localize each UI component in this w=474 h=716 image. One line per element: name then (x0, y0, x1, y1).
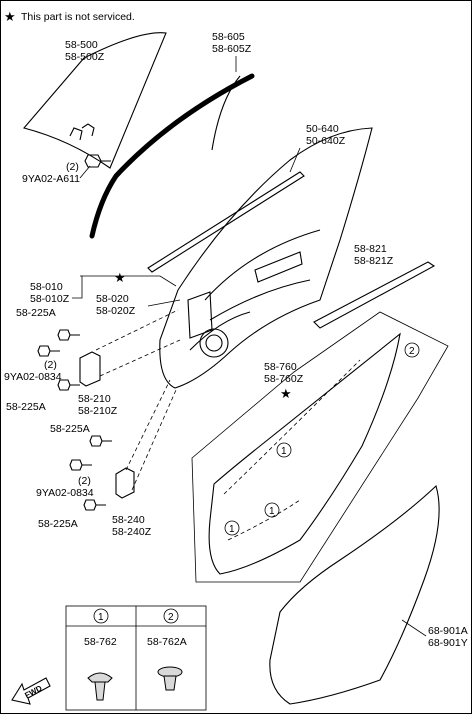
label-door-b-1: 58-020 (96, 293, 129, 305)
run-channel[interactable] (89, 73, 255, 239)
label-upper-bolt-a: 58-225A (16, 307, 56, 319)
weatherstrip-box (191, 311, 449, 583)
fwd-label: FWD (23, 684, 44, 701)
callout-clip-1-bottom-left: 1 (224, 520, 240, 536)
callout-clip-2-top: 2 (404, 342, 420, 358)
svg-text:2: 2 (409, 346, 415, 357)
svg-text:1: 1 (281, 446, 287, 457)
fwd-arrow-icon: FWD (11, 677, 51, 705)
weatherstrip-star-icon: ★ (280, 387, 292, 402)
legend-col2-number: 2 (163, 608, 179, 624)
svg-text:1: 1 (229, 524, 235, 535)
not-serviced-star-icon: ★ (4, 10, 16, 25)
label-glass-2: 58-500Z (65, 51, 105, 63)
body-weatherstrip[interactable] (269, 484, 440, 705)
lower-hinge-bolts[interactable] (69, 435, 112, 511)
label-upper-hinge-1: 58-210 (78, 393, 111, 405)
label-belt-inner-2: 58-821Z (354, 255, 394, 267)
label-weatherstrip-2: 58-760Z (264, 373, 304, 385)
label-lower-hinge-2: 58-240Z (112, 526, 152, 538)
belt-moulding-outer[interactable] (147, 171, 305, 273)
callout-clip-1-bottom-right: 1 (264, 502, 280, 518)
label-door-a-1: 58-010 (30, 281, 63, 293)
upper-hinge-bolts[interactable] (37, 329, 80, 391)
label-glass-1: 58-500 (65, 39, 98, 51)
svg-text:1: 1 (98, 612, 104, 623)
door-shell[interactable] (159, 127, 373, 389)
door-weatherstrip[interactable] (208, 332, 401, 575)
belt-moulding-inner[interactable] (313, 261, 436, 329)
label-lower-bolt-qty: (2) (78, 475, 91, 487)
label-door-a-2: 58-010Z (30, 293, 70, 305)
label-glass-bolt-qty: (2) (66, 161, 79, 173)
label-upper-hinge-2: 58-210Z (78, 405, 118, 417)
label-belt-inner-1: 58-821 (354, 243, 387, 255)
label-lower-hinge-1: 58-240 (112, 514, 145, 526)
lower-hinge[interactable] (115, 467, 135, 499)
legend-col1-part: 58-762 (84, 636, 117, 648)
label-weatherstrip-1: 58-760 (264, 361, 297, 373)
label-upper-bolt-b: 9YA02-0834 (4, 371, 62, 383)
label-glass-bolt: 9YA02-A611 (22, 173, 80, 185)
label-lower-bolt-a: 58-225A (50, 423, 90, 435)
label-upper-bolt-qty: (2) (44, 359, 57, 371)
legend-col1-number: 1 (93, 608, 109, 624)
label-body-weatherstrip-1: 68-901A (428, 625, 468, 637)
label-lower-bolt-b: 9YA02-0834 (36, 487, 94, 499)
legend-col2-part: 58-762A (147, 636, 187, 648)
glass-bolt[interactable] (84, 154, 111, 168)
not-serviced-note: This part is not serviced. (21, 11, 135, 23)
label-door-b-2: 58-020Z (96, 305, 136, 317)
label-lower-bolt-c: 58-225A (38, 518, 78, 530)
label-channel-2: 58-605Z (212, 43, 252, 55)
upper-hinge[interactable] (79, 351, 101, 387)
callout-clip-1-mid: 1 (276, 442, 292, 458)
svg-text:2: 2 (168, 612, 174, 623)
svg-text:1: 1 (269, 506, 275, 517)
clip-58-762a-icon (157, 666, 183, 691)
label-upper-bolt-c: 58-225A (6, 401, 46, 413)
label-channel-1: 58-605 (212, 31, 245, 43)
door-glass[interactable] (23, 32, 167, 169)
door-shell-star-icon: ★ (114, 271, 126, 286)
label-belt-outer-1: 50-640 (306, 123, 339, 135)
clip-58-762-icon (87, 672, 113, 701)
clip-legend-table (65, 605, 207, 711)
label-body-weatherstrip-2: 68-901Y (428, 637, 468, 649)
